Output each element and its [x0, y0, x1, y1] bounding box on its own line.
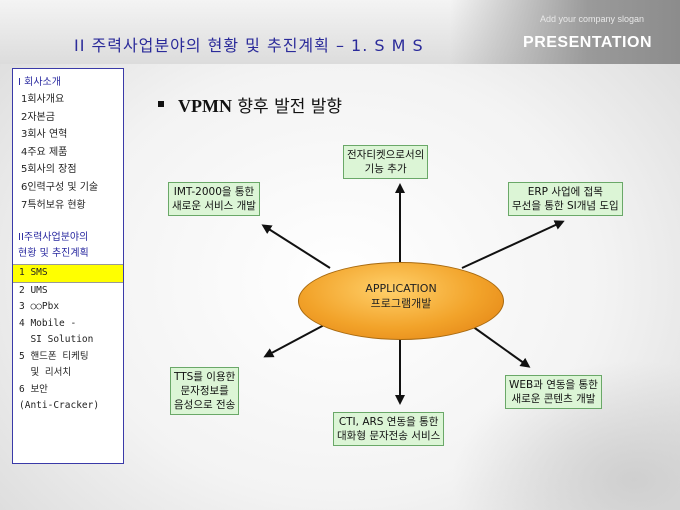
sidebar-item[interactable]: 3회사 연혁 — [21, 129, 68, 141]
header-band — [450, 0, 680, 64]
box-bottom: CTI, ARS 연동을 통한 대화형 문자전송 서비스 — [333, 412, 445, 446]
header: II 주력사업분야의 현황 및 추진계획 – 1. S M S Add your… — [0, 0, 680, 64]
sidebar: I 회사소개 1회사개요 2자본금 3회사 연혁 4주요 제품 5회사의 장점 … — [12, 68, 124, 464]
sidebar-section-2-cont: 현황 및 추진계획 — [18, 248, 89, 260]
hub-line-2: 프로그램개발 — [370, 297, 432, 310]
arrow-top-right — [461, 220, 565, 269]
sidebar-item[interactable]: 7특허보유 현황 — [21, 199, 86, 211]
heading-latin: VPMN — [178, 96, 232, 116]
sidebar-item[interactable]: 5회사의 장점 — [21, 164, 77, 176]
section-heading: VPMN 향후 발전 발향 — [158, 92, 342, 117]
hub-line-1: APPLICATION — [365, 282, 437, 295]
box-top-right: ERP 사업에 접목 무선을 통한 SI개념 도입 — [508, 182, 623, 216]
box-bottom-left: TTS를 이용한 문자정보를 음성으로 전송 — [170, 367, 240, 415]
sidebar-section-1: I 회사소개 — [18, 77, 61, 88]
slogan: Add your company slogan — [539, 14, 644, 24]
sidebar-item-ticketing-cont[interactable]: 및 리서치 — [19, 367, 72, 379]
sidebar-item[interactable]: 6인력구성 및 기술 — [21, 181, 99, 193]
sidebar-item-ticketing[interactable]: 5 핸드폰 티케팅 — [19, 350, 89, 362]
sidebar-item-mobile-cont[interactable]: SI Solution — [19, 334, 94, 346]
sidebar-item-ums[interactable]: 2 UMS — [19, 284, 48, 296]
box-bottom-right: WEB과 연동을 통한 새로운 콘텐츠 개발 — [505, 375, 602, 409]
sidebar-item-pbx[interactable]: 3 ○○Pbx — [19, 301, 60, 313]
arrow-bottom-left — [263, 323, 327, 358]
application-hub: APPLICATION 프로그램개발 — [298, 262, 504, 340]
arrow-bottom-right — [471, 325, 531, 368]
arrow-top-left — [261, 224, 331, 269]
sidebar-item-security[interactable]: 6 보안 — [19, 383, 48, 395]
bullet-square-icon — [158, 101, 164, 107]
sidebar-item-mobile[interactable]: 4 Mobile - — [19, 317, 77, 329]
sidebar-item[interactable]: 2자본금 — [21, 111, 55, 123]
sidebar-item[interactable]: 4주요 제품 — [21, 146, 68, 158]
brand-label: PRESENTATION — [523, 34, 652, 51]
slide-title: II 주력사업분야의 현황 및 추진계획 – 1. S M S — [74, 36, 424, 55]
sidebar-item[interactable]: 1회사개요 — [21, 94, 65, 105]
sidebar-item-sms[interactable]: 1 SMS — [13, 264, 123, 283]
box-top: 전자티켓으로서의 기능 추가 — [343, 145, 429, 179]
sidebar-section-2: II주력사업분야의 — [18, 232, 89, 244]
heading-text: 향후 발전 발향 — [231, 97, 343, 117]
box-top-left: IMT-2000을 통한 새로운 서비스 개발 — [168, 182, 260, 216]
sidebar-item-security-cont[interactable]: (Anti-Cracker) — [19, 400, 100, 412]
